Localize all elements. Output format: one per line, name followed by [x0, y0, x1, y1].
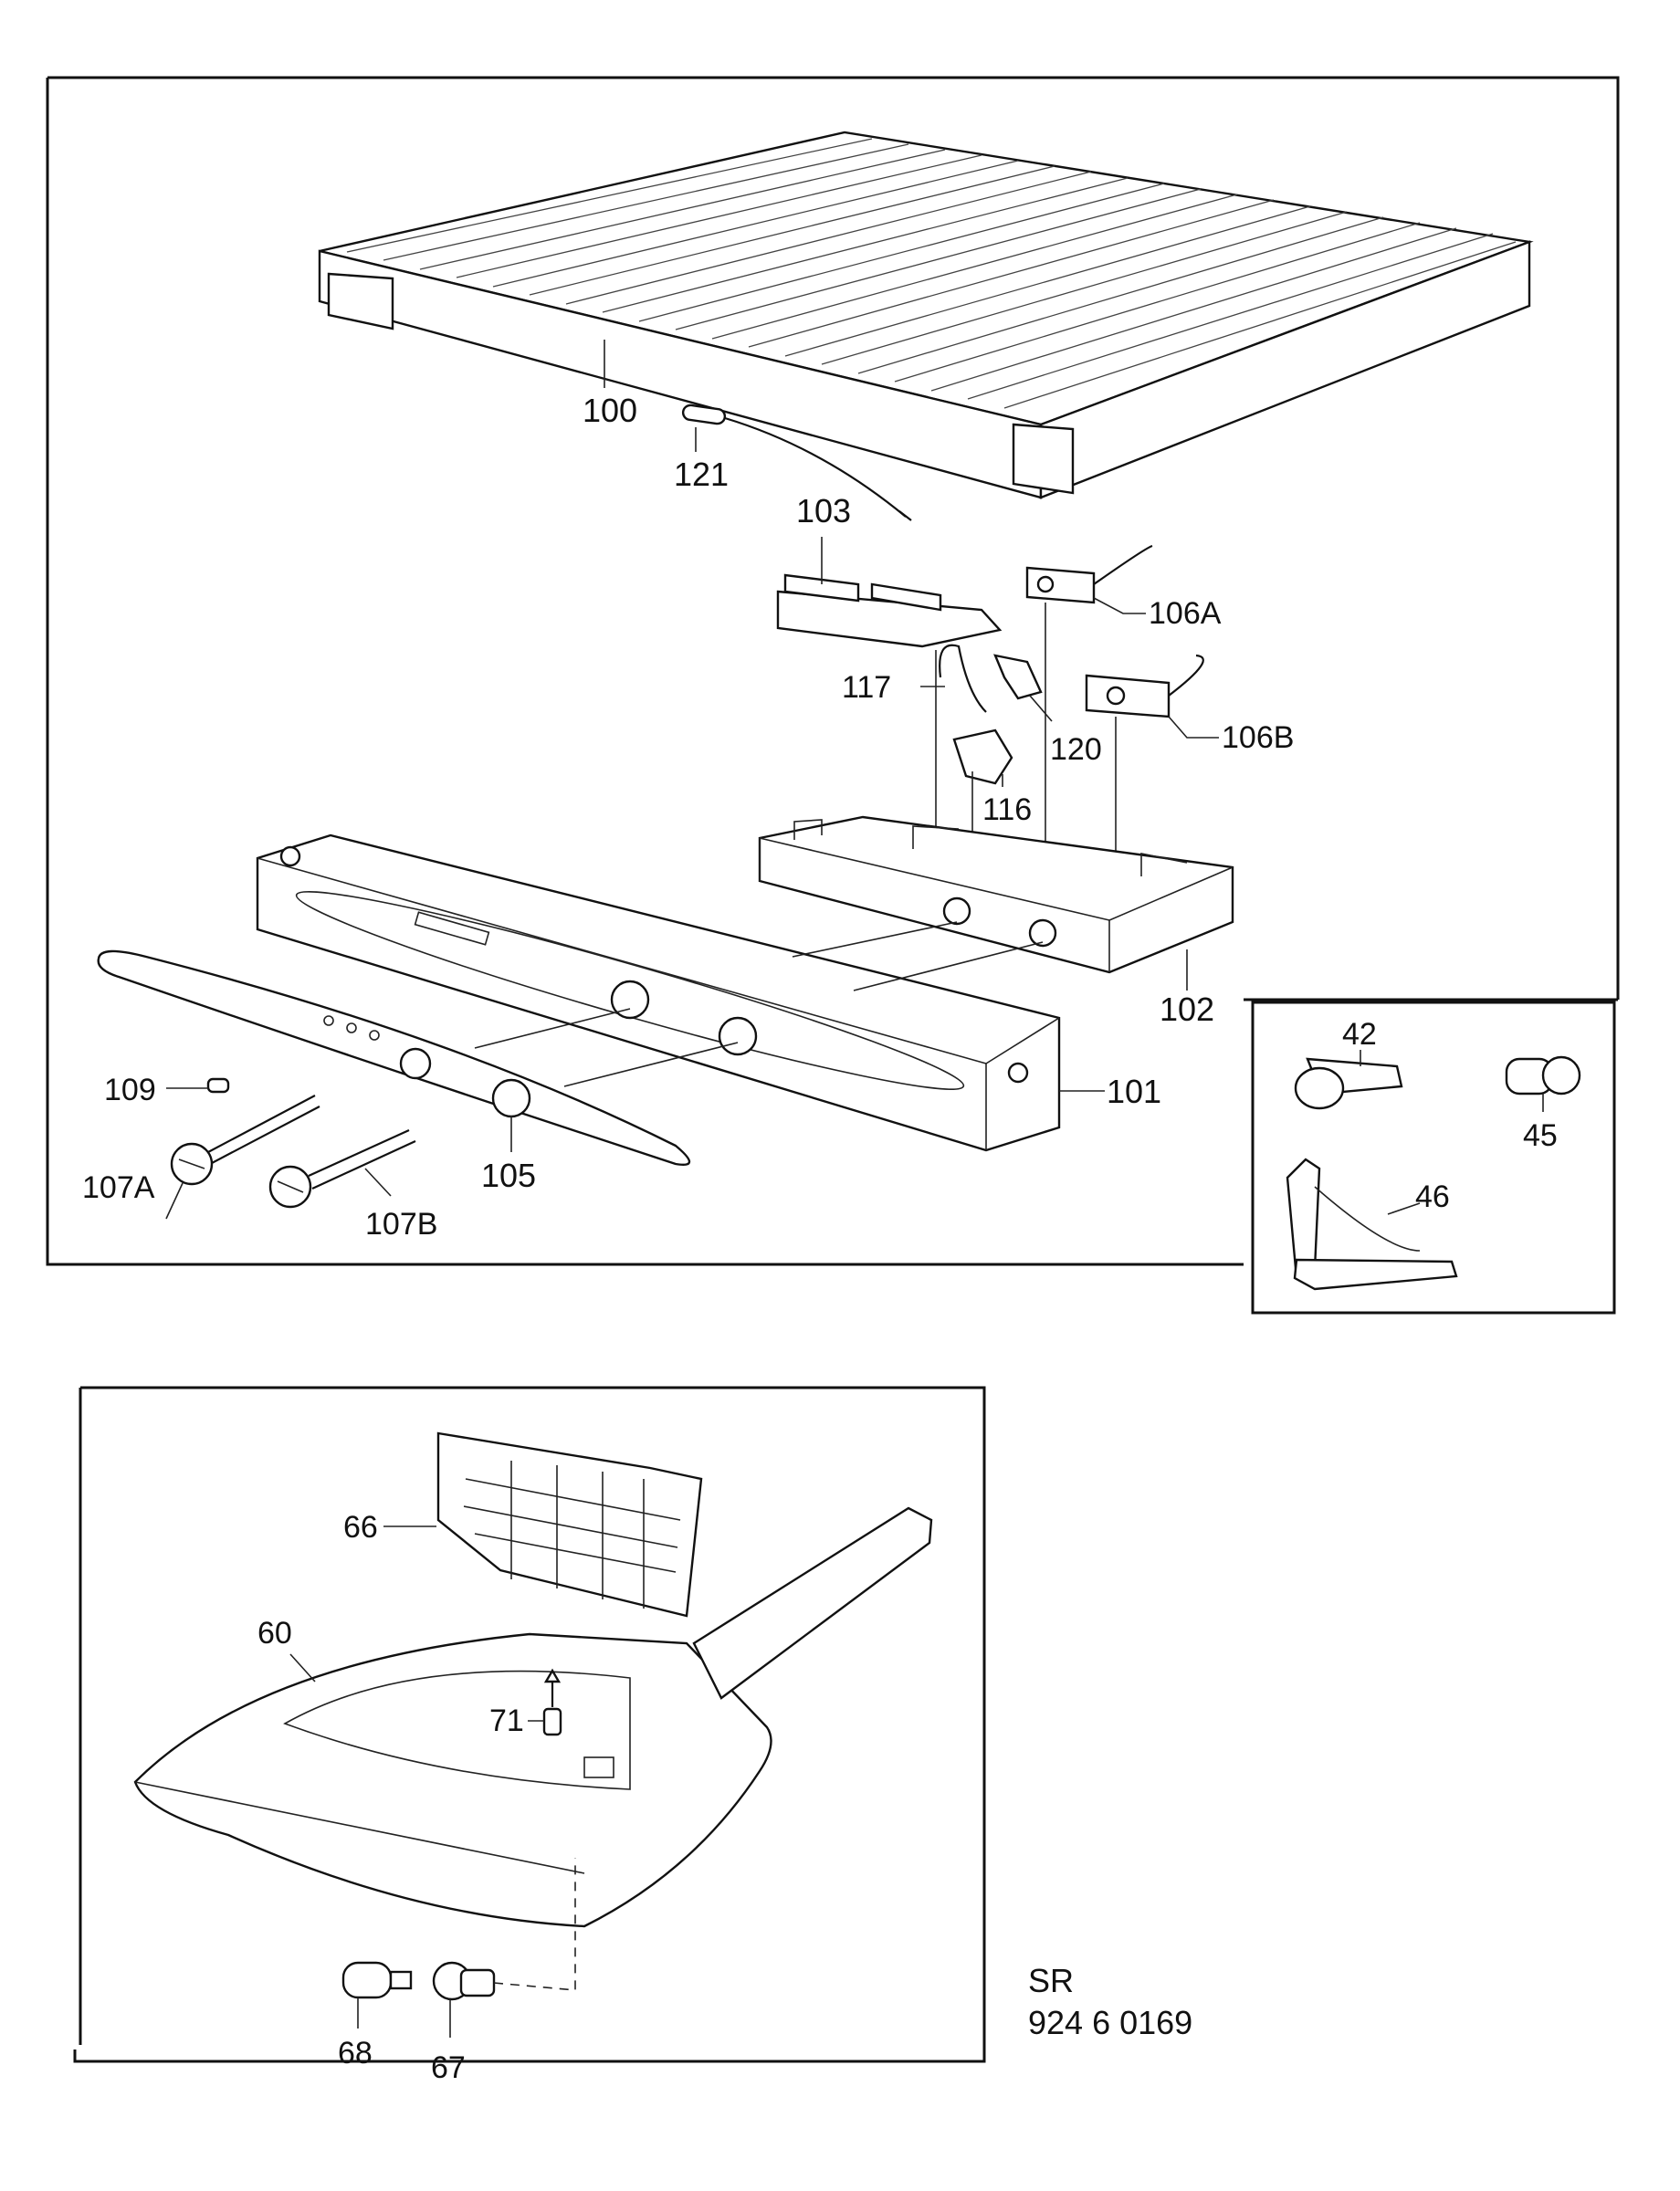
part-101-control-panel	[256, 833, 1061, 1152]
part-102-housing	[758, 815, 1234, 974]
part-116-clip	[952, 729, 1013, 785]
part-42-clip	[1294, 1057, 1403, 1110]
callout-107B: 107B	[365, 1207, 437, 1242]
leader-107A	[165, 1182, 184, 1220]
callout-116: 116	[982, 792, 1032, 827]
inset-frame	[1251, 1001, 1616, 1315]
leader-46	[1387, 1202, 1421, 1215]
reference-code-line1: SR	[1028, 1962, 1074, 1999]
leader-107B	[364, 1168, 392, 1197]
part-109-lamp	[206, 1077, 230, 1094]
callout-109: 109	[104, 1073, 156, 1107]
part-68-bulb	[341, 1961, 413, 1999]
part-103-terminal-block	[776, 573, 1003, 648]
bottom-assembly-frame	[73, 1386, 986, 2063]
part-106B-switch	[1085, 654, 1204, 718]
callout-106B: 106B	[1222, 720, 1294, 755]
callout-103: 103	[796, 492, 851, 529]
part-107A-knob	[170, 1095, 320, 1186]
leader-60	[289, 1653, 316, 1683]
callout-100: 100	[583, 392, 637, 429]
callout-120: 120	[1050, 732, 1102, 767]
callout-66: 66	[343, 1510, 378, 1545]
part-105-front-strip	[97, 949, 691, 1166]
callout-67: 67	[431, 2050, 466, 2085]
callout-121: 121	[674, 456, 729, 493]
fitting-guide-line	[493, 1858, 576, 1991]
part-107B-knob	[268, 1128, 416, 1209]
part-67-socket	[432, 1961, 496, 2001]
callout-105: 105	[481, 1157, 536, 1194]
part-120-clip	[993, 654, 1043, 700]
callout-102: 102	[1160, 991, 1214, 1028]
part-46-bracket	[1286, 1158, 1458, 1291]
leader-106A	[1093, 597, 1146, 614]
callout-60: 60	[257, 1616, 292, 1651]
callout-68: 68	[338, 2036, 373, 2070]
callout-117: 117	[842, 670, 891, 705]
part-106A-switch	[1025, 544, 1153, 604]
callout-46: 46	[1415, 1179, 1450, 1214]
part-100-shelf	[318, 131, 1534, 499]
callout-45: 45	[1523, 1118, 1558, 1153]
callout-101: 101	[1107, 1073, 1161, 1110]
part-117-clip	[939, 644, 987, 713]
part-60-tray	[133, 1506, 933, 1928]
callout-107A: 107A	[82, 1170, 155, 1205]
part-121-sensor	[681, 404, 912, 521]
callout-106A: 106A	[1149, 596, 1222, 631]
part-66-grille	[436, 1431, 703, 1618]
part-45-bolt	[1505, 1055, 1581, 1096]
callout-71: 71	[489, 1704, 524, 1738]
callout-42: 42	[1342, 1017, 1377, 1052]
leader-120	[1029, 695, 1053, 722]
top-assembly-frame	[46, 76, 1620, 1266]
reference-code-line2: 924 6 0169	[1028, 2004, 1192, 2041]
part-71-pin	[542, 1668, 562, 1736]
leader-106B	[1168, 716, 1219, 739]
alignment-lines	[474, 921, 1044, 1087]
shelf-hatching	[346, 138, 1517, 409]
